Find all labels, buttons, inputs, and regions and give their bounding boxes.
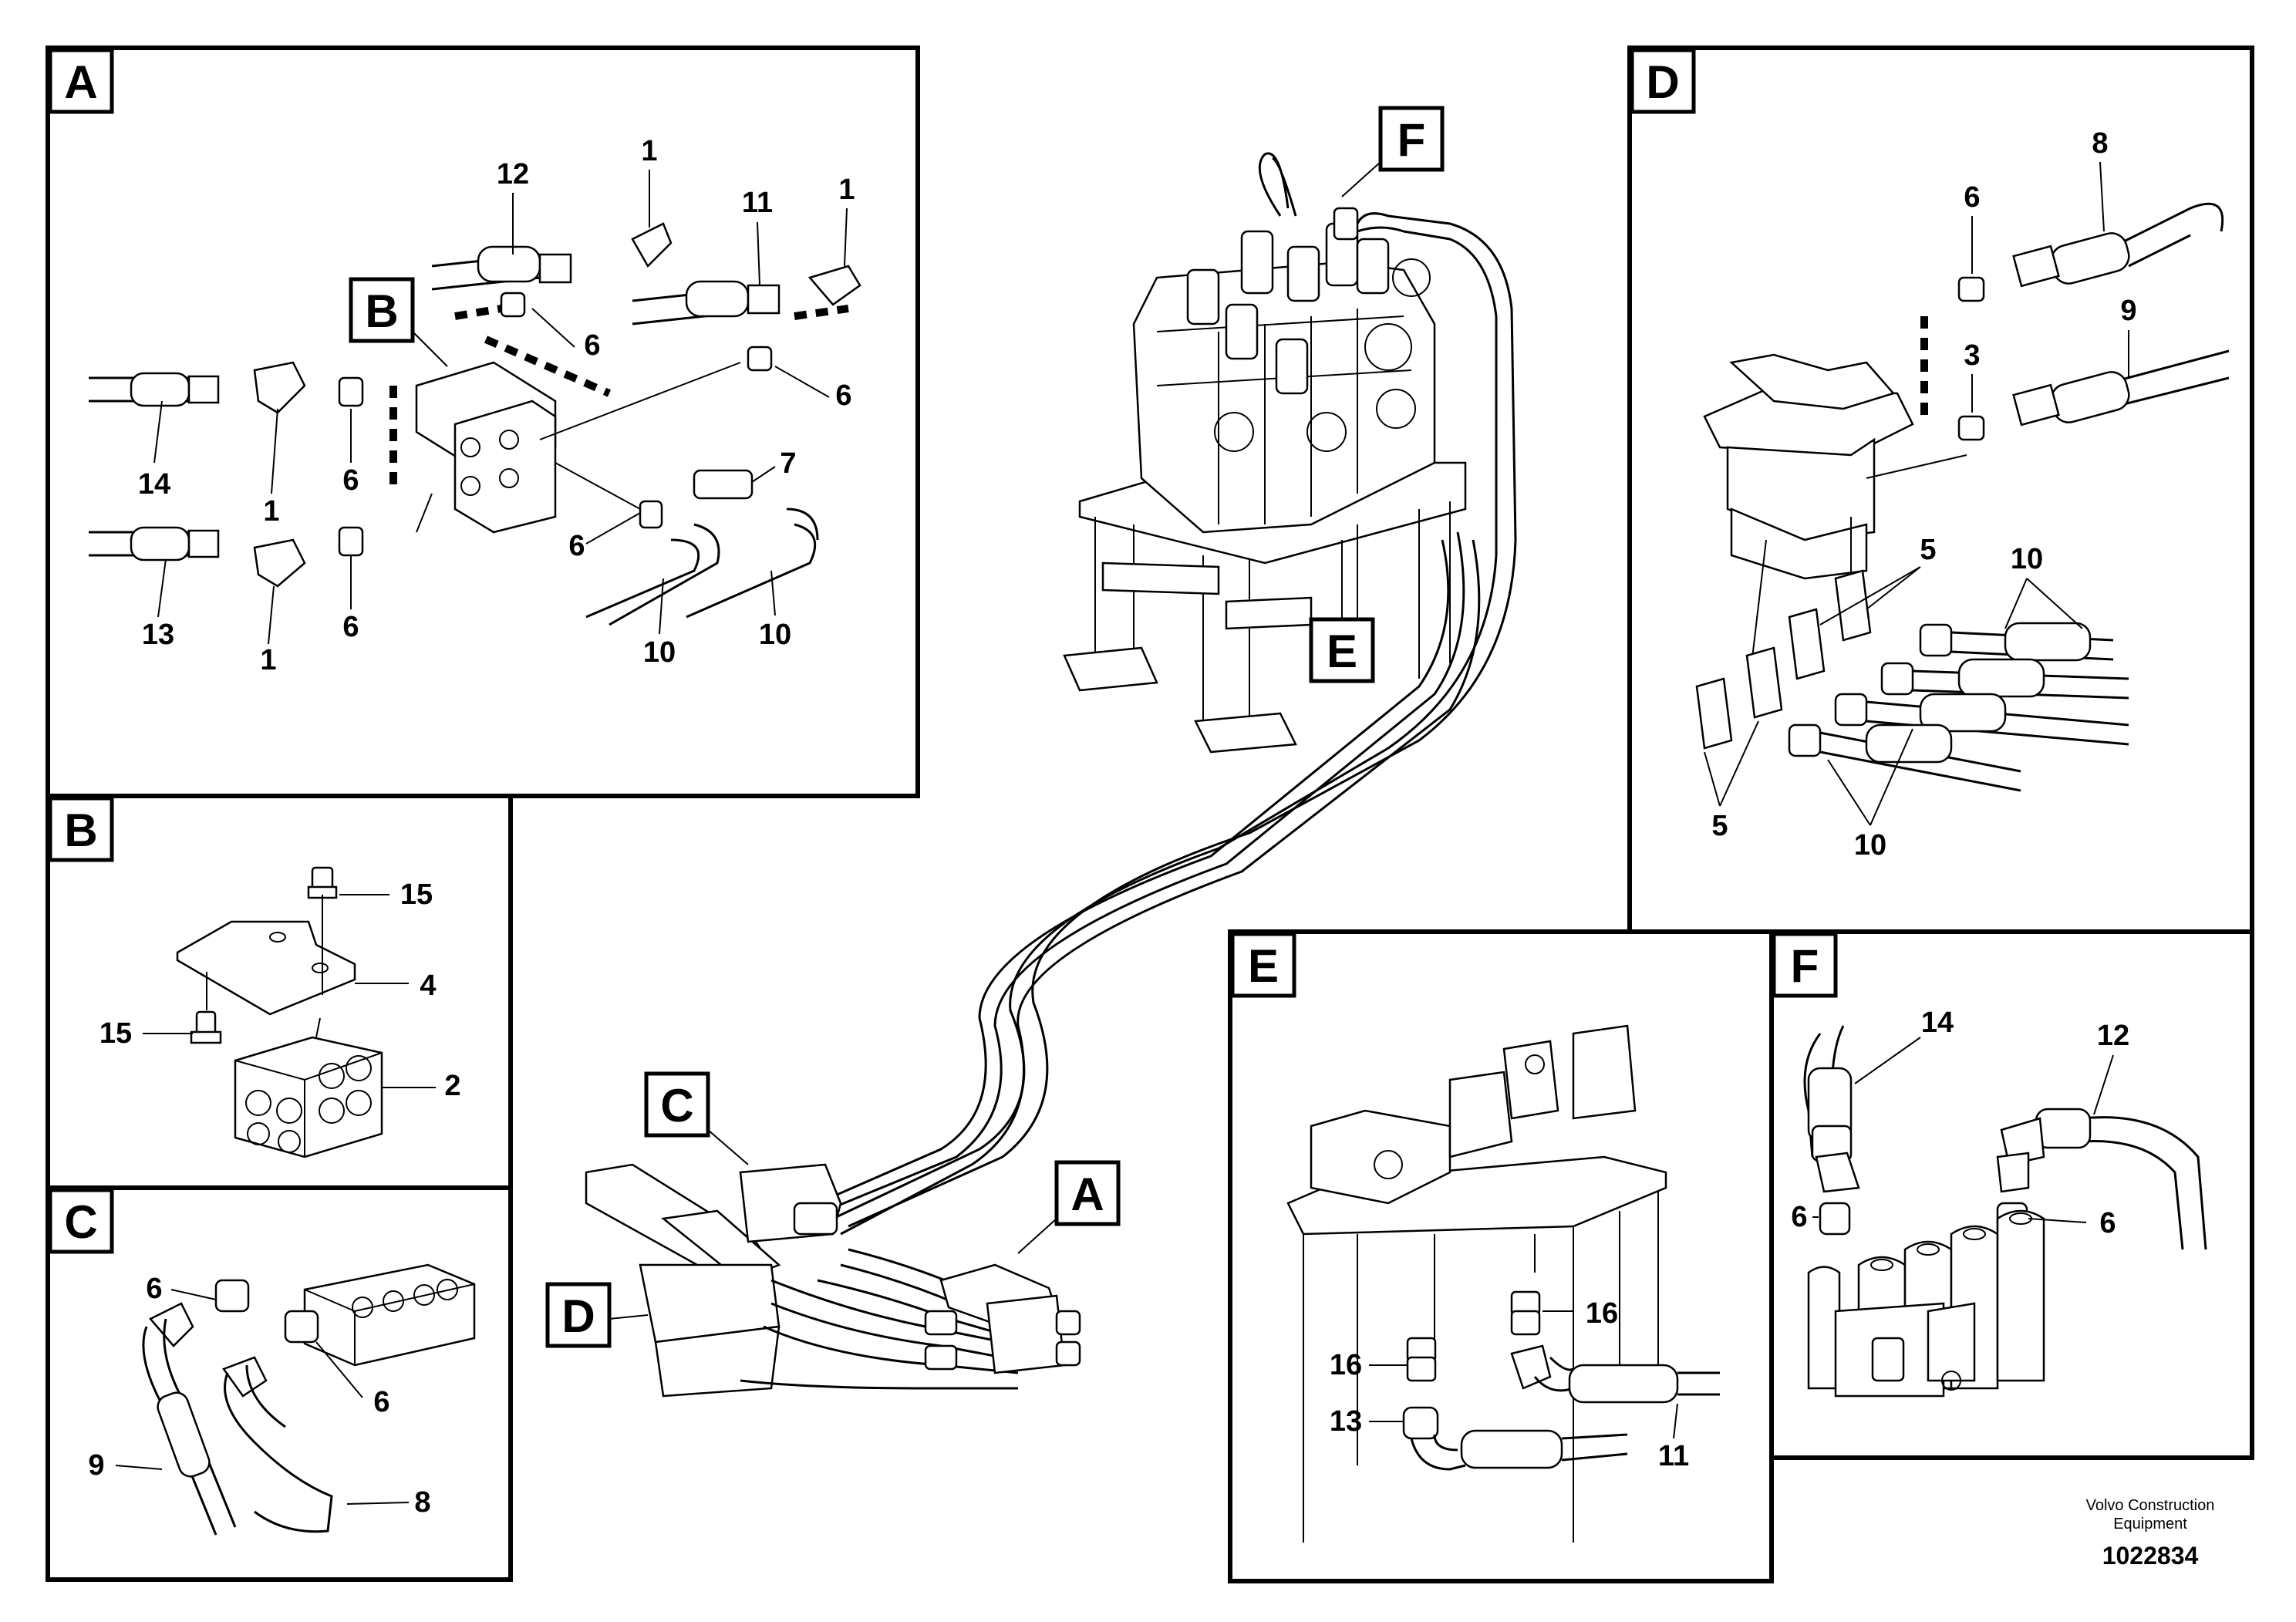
brand-line-2: Equipment <box>2113 1516 2187 1533</box>
panel-e-letter: E <box>1230 932 1296 998</box>
callout-f: F <box>1341 106 1445 197</box>
label-d-3: 3 <box>1964 339 1980 372</box>
panel-b-drawing <box>176 866 383 1158</box>
callout-b: B <box>349 277 448 367</box>
label-d-2: 9 <box>2120 295 2136 327</box>
label-a-13: 6 <box>342 611 359 643</box>
panel-d-labels: 8 6 9 3 5 10 5 10 <box>1704 127 2137 862</box>
label-c-3: 8 <box>414 1486 430 1519</box>
label-a-8: 6 <box>342 464 359 497</box>
label-f-0: 14 <box>1921 1007 1954 1039</box>
label-c-1: 6 <box>373 1386 389 1418</box>
callout-b-text: B <box>365 285 398 337</box>
callout-e: E <box>1309 540 1375 683</box>
panel-c-letter-text: C <box>64 1196 97 1248</box>
panel-a-drawing <box>89 222 861 626</box>
label-c-0: 6 <box>146 1273 162 1305</box>
panel-e-frame <box>1228 929 1774 1583</box>
brand-line-1: Volvo Construction <box>2086 1497 2215 1514</box>
panel-c-letter: C <box>48 1188 114 1254</box>
label-d-4: 5 <box>1920 534 1936 566</box>
callout-a-text: A <box>1070 1168 1104 1220</box>
panel-e-letter-text: E <box>1248 940 1279 992</box>
panel-f-drawing <box>1803 1025 2207 1398</box>
panel-f-letter-text: F <box>1791 940 1819 992</box>
panel-d-letter-text: D <box>1646 56 1679 108</box>
callout-f-text: F <box>1397 114 1426 166</box>
label-a-4: 6 <box>584 329 600 362</box>
callout-c-text: C <box>660 1080 693 1131</box>
label-e-3: 11 <box>1658 1440 1689 1472</box>
label-a-10: 6 <box>568 530 585 562</box>
main-assembly-drawing <box>585 152 1517 1398</box>
label-d-6: 5 <box>1711 810 1728 842</box>
label-d-0: 8 <box>2092 127 2108 160</box>
panel-e-drawing <box>1286 1024 1720 1543</box>
label-b-3: 2 <box>444 1070 460 1102</box>
label-d-5: 10 <box>2011 543 2043 575</box>
label-c-2: 9 <box>88 1449 104 1482</box>
panel-c-frame <box>46 1185 513 1582</box>
label-d-7: 10 <box>1854 829 1886 862</box>
panel-e-labels: 16 16 13 11 <box>1330 1297 1689 1472</box>
panel-c-drawing <box>142 1263 476 1536</box>
label-e-1: 16 <box>1330 1349 1362 1381</box>
panel-f-letter: F <box>1772 932 1838 998</box>
panel-f-labels: 14 12 6 6 <box>1791 1007 2129 1239</box>
panel-a-leaders <box>153 170 848 645</box>
panel-d-letter: D <box>1630 48 1696 114</box>
label-a-12: 1 <box>260 644 276 676</box>
callout-d: D <box>545 1282 649 1348</box>
label-f-3: 6 <box>2099 1207 2116 1239</box>
label-b-1: 4 <box>420 969 436 1002</box>
label-b-0: 15 <box>400 878 433 911</box>
callout-c: C <box>644 1071 749 1165</box>
label-a-5: 6 <box>835 379 851 412</box>
panel-d-drawing <box>1695 202 2230 792</box>
label-a-1: 1 <box>641 135 657 167</box>
label-a-7: 1 <box>263 495 279 528</box>
label-d-1: 6 <box>1964 181 1980 214</box>
label-a-0: 12 <box>497 158 529 191</box>
footer-brand: Volvo Construction Equipment 1022834 <box>2086 1497 2215 1570</box>
label-e-0: 16 <box>1586 1297 1618 1330</box>
panel-c-labels: 6 6 9 8 <box>88 1273 430 1519</box>
label-e-2: 13 <box>1330 1405 1362 1438</box>
callout-d-text: D <box>561 1290 595 1342</box>
panel-a-letter: A <box>48 48 114 114</box>
panel-b-letter: B <box>48 796 114 862</box>
panel-b-labels: 15 4 15 2 <box>99 878 461 1102</box>
label-a-14: 10 <box>643 636 676 669</box>
panel-f-frame <box>1769 929 2254 1460</box>
panel-a-labels: 12 1 11 1 6 6 14 1 6 7 6 13 1 6 10 10 <box>138 135 855 676</box>
panel-b-letter-text: B <box>64 804 97 856</box>
label-a-6: 14 <box>138 468 170 501</box>
callout-a: A <box>1017 1160 1121 1254</box>
label-b-2: 15 <box>99 1017 132 1050</box>
label-a-9: 7 <box>780 447 796 480</box>
label-a-2: 11 <box>742 187 773 219</box>
panel-a-letter-text: A <box>64 56 97 108</box>
label-a-3: 1 <box>838 174 855 206</box>
document-number: 1022834 <box>2102 1542 2199 1570</box>
label-f-1: 12 <box>2097 1020 2129 1052</box>
callout-e-text: E <box>1327 626 1357 677</box>
label-a-11: 13 <box>142 619 174 651</box>
label-f-2: 6 <box>1791 1201 1807 1233</box>
label-a-15: 10 <box>759 619 791 651</box>
